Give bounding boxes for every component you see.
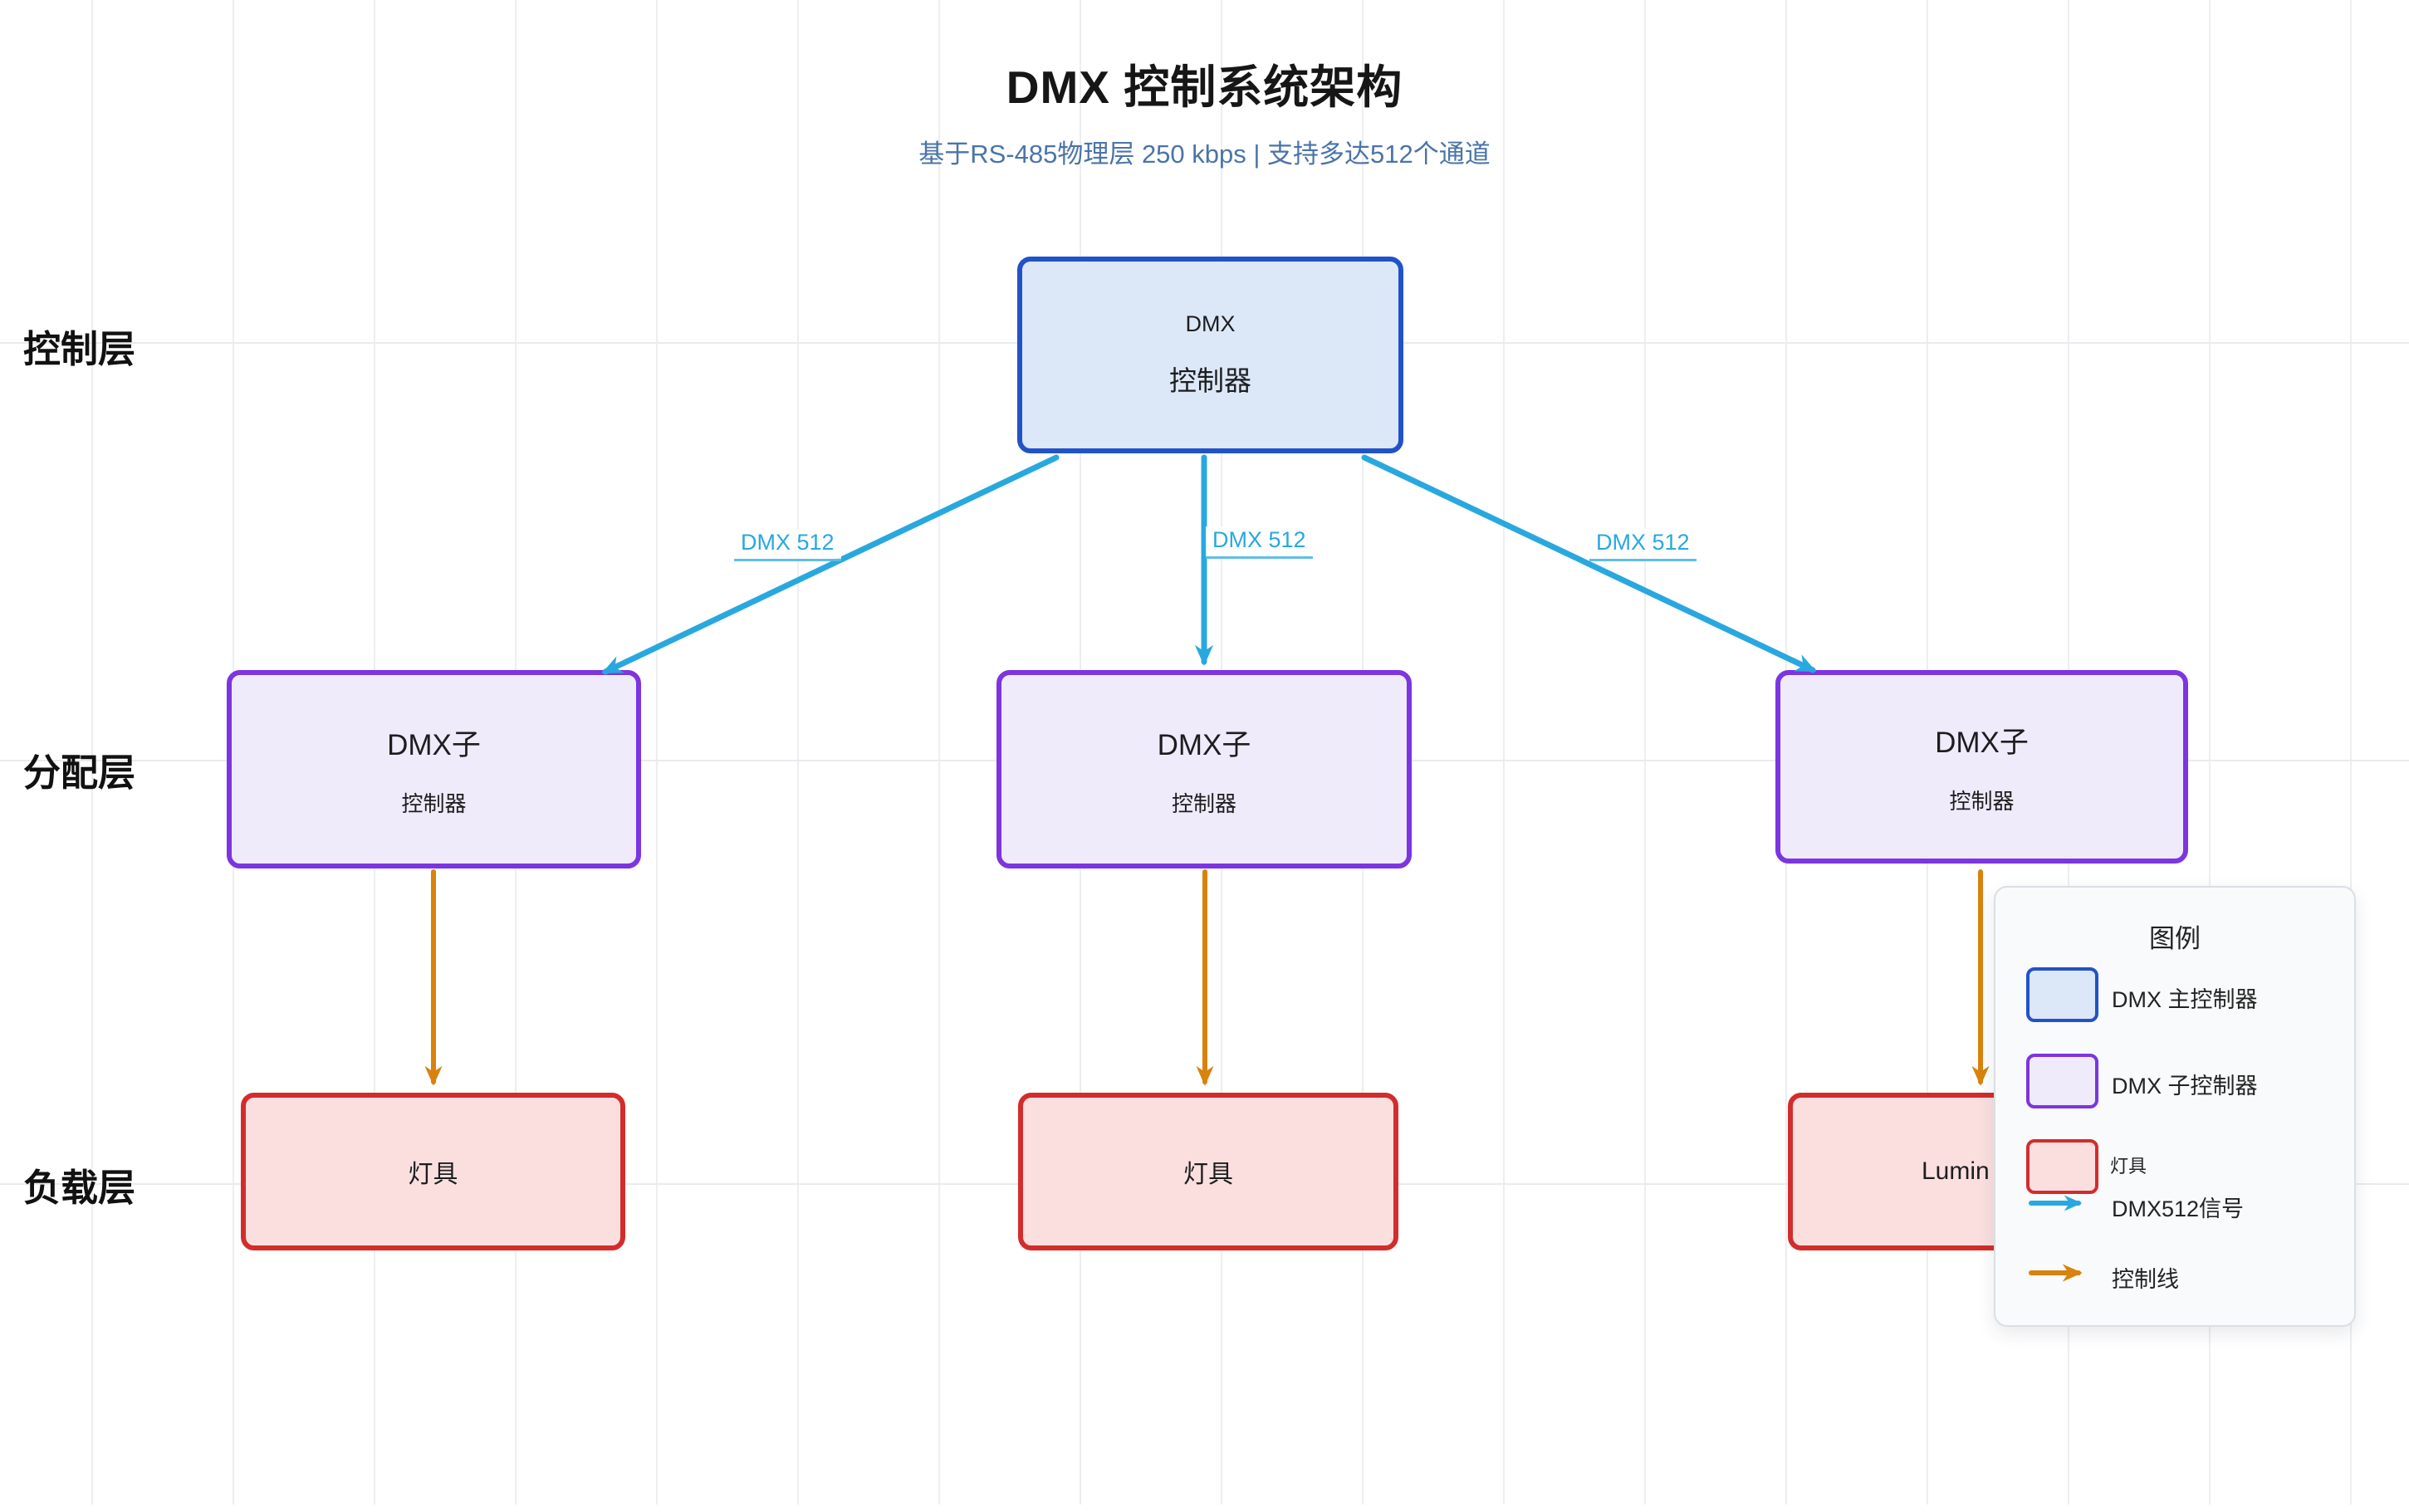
legend-label-master-controller: DMX 主控制器: [2112, 987, 2258, 1012]
node-label: Lumin: [1922, 1157, 1990, 1185]
node-label: 控制器: [1169, 365, 1251, 396]
node-label: DMX子: [387, 728, 481, 761]
legend-swatch-fixture: [2026, 1139, 2098, 1194]
legend-title: 图例: [2149, 924, 2201, 953]
legend-swatch-master-controller: [2026, 967, 2098, 1022]
legend-label-dmx512-signal: DMX512信号: [2112, 1196, 2245, 1221]
legend-label-control-line: 控制线: [2112, 1267, 2179, 1292]
node-dmx-sub-controller-right: DMX子 控制器: [1775, 670, 2188, 864]
edge-label-dmx512-right: DMX 512: [1589, 529, 1697, 561]
legend-label-fixture: 灯具: [2110, 1156, 2147, 1177]
dmx512-edge-right: [1361, 454, 1817, 673]
layer-label-distribution: 分配层: [23, 751, 136, 794]
node-label: DMX子: [1935, 726, 2029, 759]
node-label: 控制器: [1949, 788, 2015, 814]
node-label: DMX子: [1157, 728, 1251, 761]
node-fixture-middle: 灯具: [1018, 1093, 1398, 1250]
layer-label-control: 控制层: [23, 328, 136, 370]
node-label: 控制器: [1171, 790, 1236, 816]
legend-label-sub-controller: DMX 子控制器: [2112, 1074, 2258, 1099]
node-dmx-sub-controller-left: DMX子 控制器: [227, 670, 641, 869]
legend-panel: 图例 DMX 主控制器 DMX 子控制器 灯具 DMX512信号 控制线: [1994, 886, 2356, 1327]
diagram-title: DMX 控制系统架构: [1006, 61, 1403, 113]
node-label: DMX: [1185, 311, 1236, 336]
layer-label-load: 负载层: [23, 1167, 136, 1209]
node-fixture-left: 灯具: [241, 1093, 625, 1250]
edge-label-dmx512-left: DMX 512: [734, 529, 841, 561]
node-label: 控制器: [401, 790, 467, 816]
dmx512-edge-left: [601, 454, 1060, 675]
node-label: 灯具: [1183, 1161, 1233, 1188]
node-dmx-master-controller: DMX 控制器: [1017, 257, 1403, 453]
legend-swatch-sub-controller: [2026, 1054, 2098, 1108]
edge-label-dmx512-middle: DMX 512: [1206, 526, 1313, 559]
node-label: 灯具: [408, 1161, 458, 1188]
control-line-arrow-icon: [2029, 1264, 2083, 1282]
dmx512-signal-arrow-icon: [2029, 1195, 2083, 1211]
diagram-subtitle: 基于RS-485物理层 250 kbps | 支持多达512个通道: [918, 139, 1491, 169]
node-dmx-sub-controller-middle: DMX子 控制器: [996, 670, 1412, 869]
